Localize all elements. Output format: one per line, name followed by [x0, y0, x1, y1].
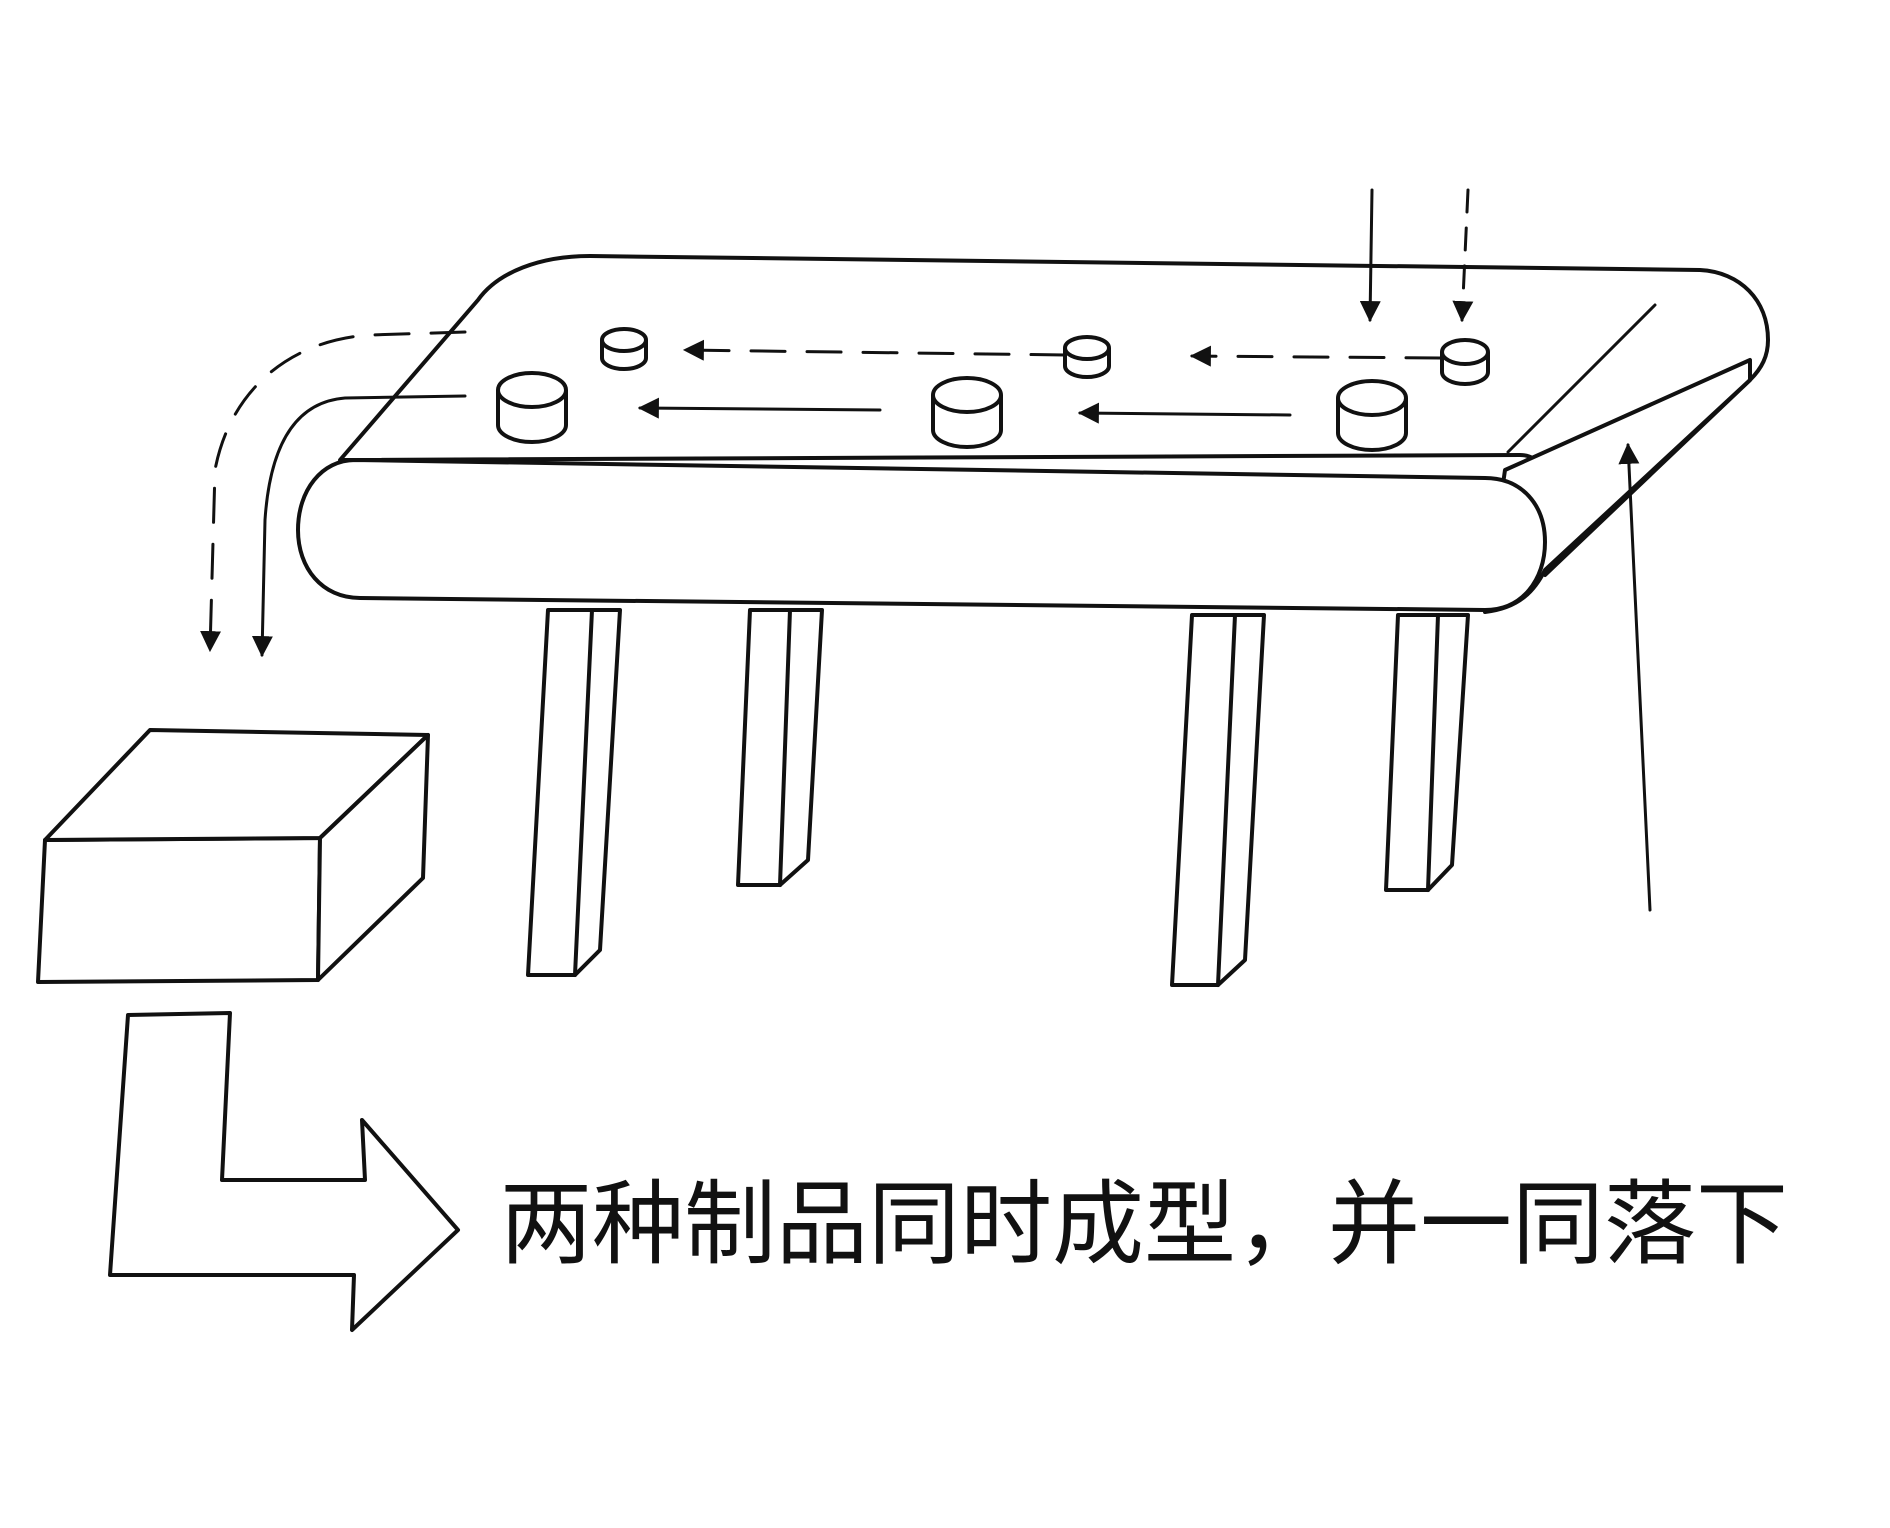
- leg-back-left: [736, 608, 824, 887]
- leg-back-right: [1384, 613, 1470, 892]
- large-product: [931, 376, 1003, 449]
- feed-arrow-dashed: [1452, 188, 1474, 323]
- small-product: [600, 327, 648, 371]
- leg-front-right: [1170, 613, 1266, 987]
- caption-text: 两种制品同时成型，并一同落下: [500, 1171, 1789, 1278]
- small-product: [1063, 335, 1111, 379]
- belt-edge-line: [1506, 303, 1657, 454]
- collection-box: [36, 728, 430, 984]
- conveyor-legs: [526, 608, 1470, 987]
- pointer-arrow: [1618, 442, 1652, 912]
- large-product: [1336, 379, 1408, 452]
- small-product: [1440, 338, 1490, 386]
- large-product: [496, 371, 568, 444]
- small-product-flow: [200, 330, 1442, 653]
- feed-arrow-solid: [1359, 188, 1381, 323]
- large-product-flow: [251, 394, 1292, 658]
- output-arrow: [108, 1011, 460, 1332]
- belt-front-roller: [296, 458, 1547, 612]
- leg-front-left: [526, 608, 622, 977]
